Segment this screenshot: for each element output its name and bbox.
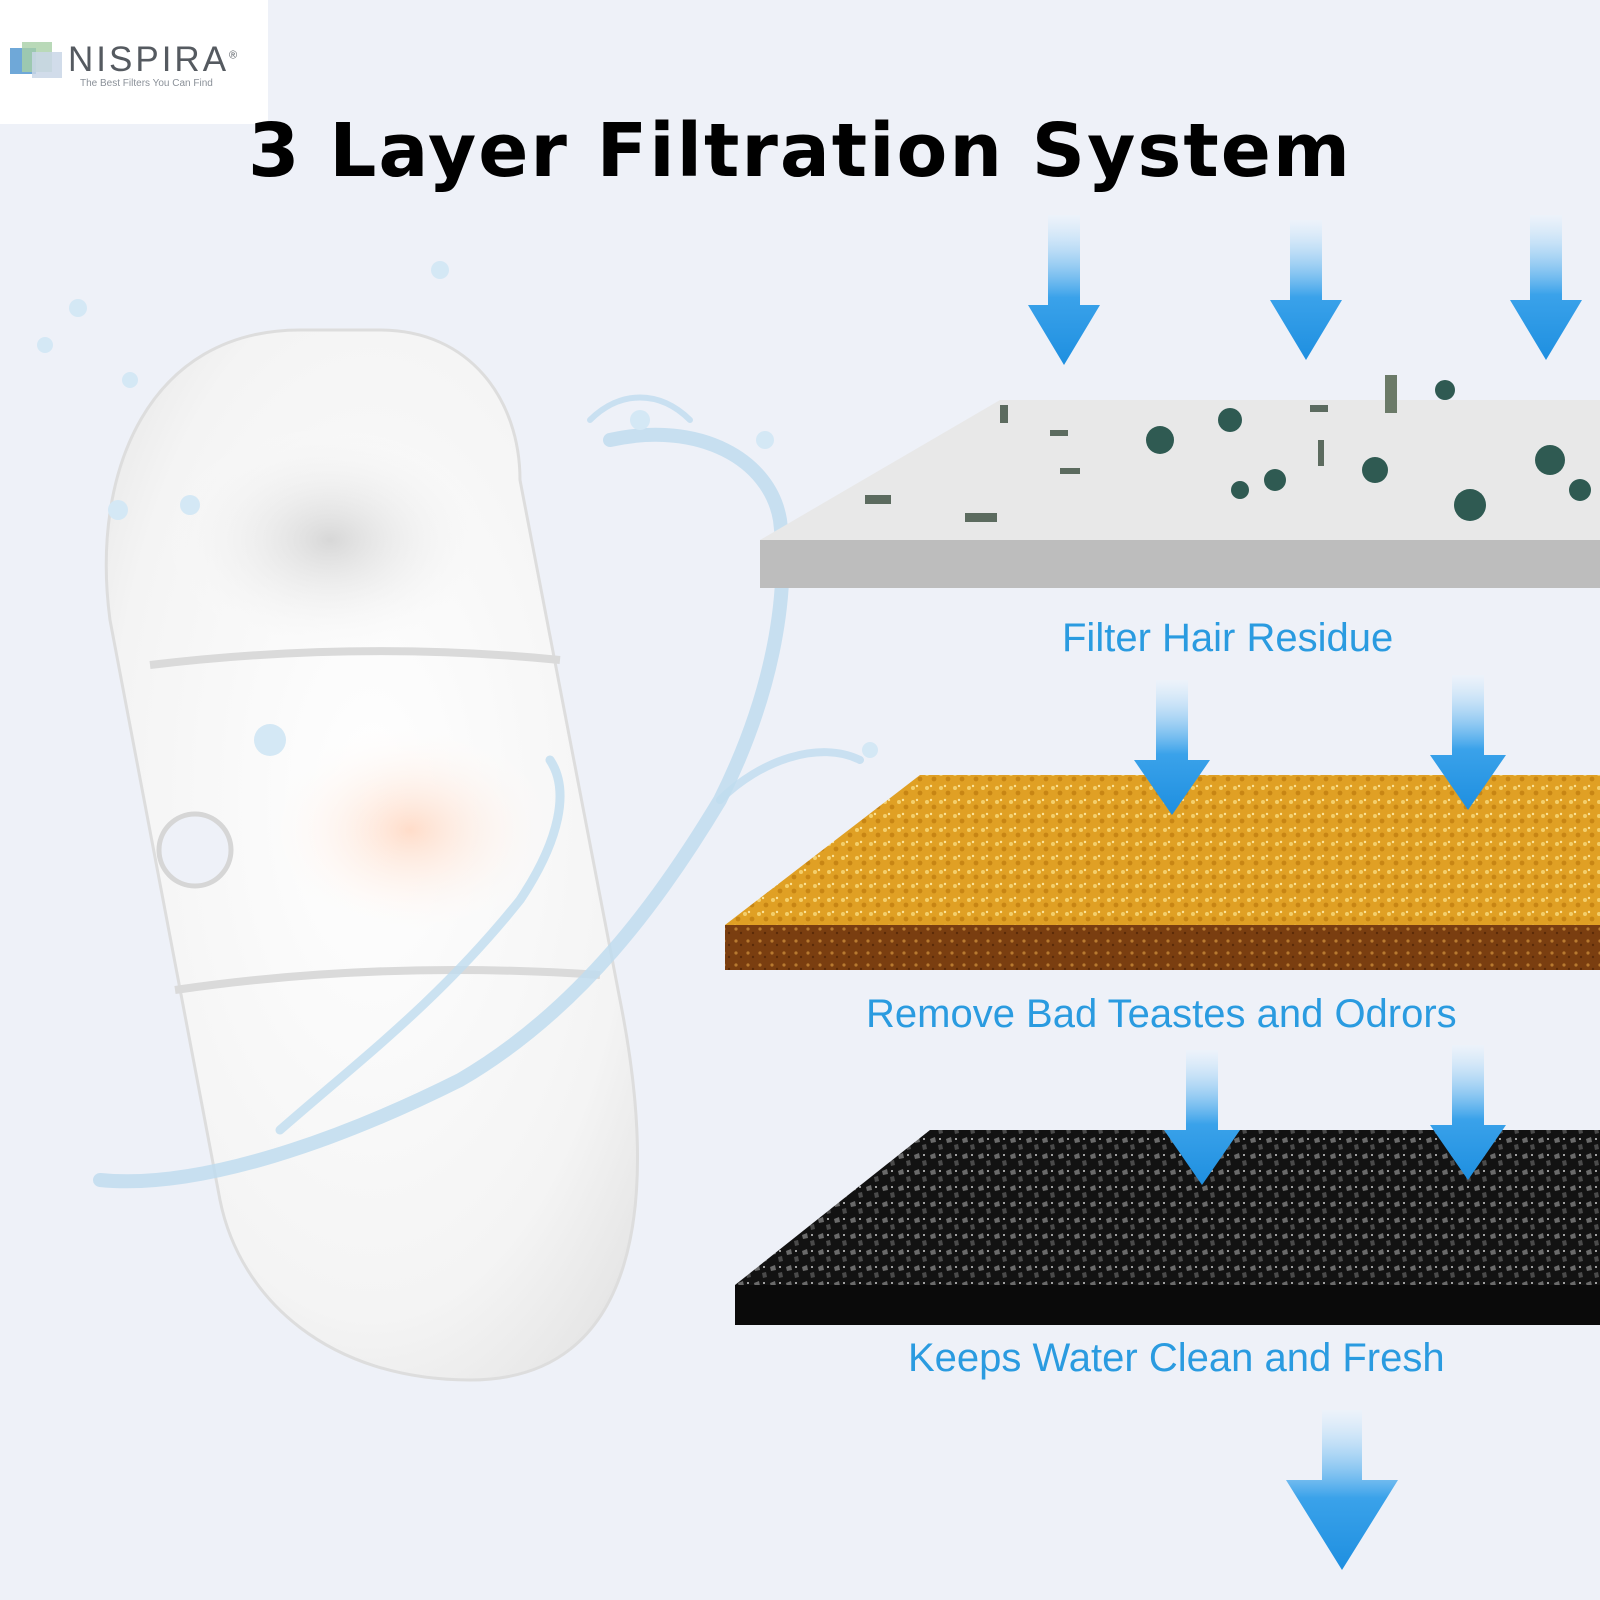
- layer-label-clean-fresh: Keeps Water Clean and Fresh: [908, 1336, 1445, 1380]
- page-title: 3 Layer Filtration System: [247, 108, 1353, 194]
- layer-label-hair-residue: Filter Hair Residue: [1062, 616, 1394, 660]
- layer-3-activated-carbon: [735, 1130, 1600, 1325]
- layer-label-tastes-odors: Remove Bad Teastes and Odrors: [866, 992, 1457, 1036]
- brand-name: NISPIRA®: [68, 40, 241, 79]
- layer-2-resin: [725, 775, 1600, 970]
- brand-logo: NISPIRA® The Best Filters You Can Find: [0, 0, 268, 124]
- brand-tagline: The Best Filters You Can Find: [80, 78, 213, 89]
- water-splash-icon: [37, 261, 878, 1189]
- filter-cartridge-icon: [104, 328, 639, 1382]
- flow-arrow-icon: [1028, 215, 1582, 1570]
- brand-mark-icon: [10, 42, 62, 78]
- germ-icon: [865, 375, 1591, 522]
- layer-1-filter-cotton: [760, 375, 1600, 588]
